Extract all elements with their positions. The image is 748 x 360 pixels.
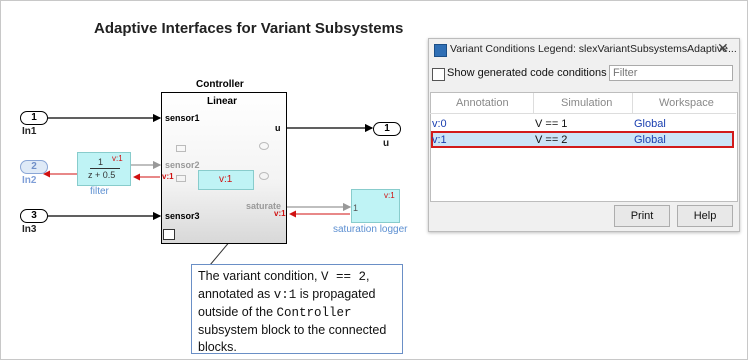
filter-tf-den: z + 0.5	[88, 170, 116, 180]
callout-pointer	[209, 239, 232, 266]
filter-block[interactable]: v:1 1 z + 0.5	[77, 152, 131, 186]
filter-label: filter	[90, 186, 109, 197]
controller-subsystem[interactable]	[161, 92, 287, 244]
inport-2-label: In2	[22, 175, 37, 186]
controller-title: Controller	[196, 79, 244, 90]
row-annotation: v:0	[432, 118, 447, 130]
row-workspace: Global	[634, 134, 666, 146]
outport-1[interactable]: 1	[373, 122, 401, 136]
simulink-icon	[434, 44, 447, 57]
inner-inport-icon	[176, 145, 186, 152]
saturation-logger-input-num: 1	[353, 203, 359, 213]
sensor2-variant-tag: v:1	[162, 172, 174, 181]
controller-port-saturate: saturate	[246, 201, 282, 211]
inner-variant-block[interactable]: v:1	[198, 170, 254, 190]
saturation-logger-variant-tag: v:1	[384, 191, 395, 200]
dialog-title: Variant Conditions Legend: slexVariantSu…	[450, 43, 737, 55]
show-code-checkbox[interactable]	[432, 68, 445, 81]
controller-port-sensor2: sensor2	[165, 160, 200, 170]
controller-variant-name: Linear	[207, 96, 238, 107]
inport-2[interactable]: 2	[20, 160, 48, 174]
subsystem-icon	[163, 229, 175, 240]
callout-annotation: The variant condition, V == 2, annotated…	[191, 264, 403, 354]
print-button[interactable]: Print	[614, 205, 670, 227]
inport-1[interactable]: 1	[20, 111, 48, 125]
saturation-logger-block[interactable]: 1 v:1	[351, 189, 400, 223]
model-title: Adaptive Interfaces for Variant Subsyste…	[94, 20, 404, 37]
inner-outport-icon	[259, 172, 269, 180]
inner-inport-icon	[176, 175, 186, 182]
col-simulation[interactable]: Simulation	[561, 97, 613, 109]
table-row[interactable]	[430, 115, 736, 131]
col-annotation[interactable]: Annotation	[456, 97, 509, 109]
table-row-selected[interactable]	[431, 131, 734, 148]
close-icon[interactable]: ✕	[717, 40, 729, 56]
filter-input[interactable]	[609, 65, 733, 81]
controller-port-sensor3: sensor3	[165, 211, 200, 221]
controller-port-sensor1: sensor1	[165, 113, 200, 123]
filter-variant-tag: v:1	[112, 154, 123, 163]
saturation-logger-label: saturation logger	[333, 224, 408, 235]
saturate-variant-tag: v:1	[274, 209, 286, 218]
col-workspace[interactable]: Workspace	[659, 97, 714, 109]
help-button[interactable]: Help	[677, 205, 733, 227]
inner-variant-label: v:1	[219, 174, 233, 185]
inport-1-label: In1	[22, 126, 37, 137]
row-simulation: V == 2	[535, 134, 568, 146]
inner-outport-icon	[259, 142, 269, 150]
outport-1-label: u	[383, 138, 390, 149]
inport-3-label: In3	[22, 224, 37, 235]
row-workspace: Global	[634, 118, 666, 130]
inport-3[interactable]: 3	[20, 209, 48, 223]
show-code-label: Show generated code conditions	[447, 67, 607, 79]
row-simulation: V == 1	[535, 118, 568, 130]
filter-tf-num: 1	[98, 157, 104, 167]
controller-port-u: u	[275, 123, 281, 133]
row-annotation: v:1	[432, 134, 447, 146]
